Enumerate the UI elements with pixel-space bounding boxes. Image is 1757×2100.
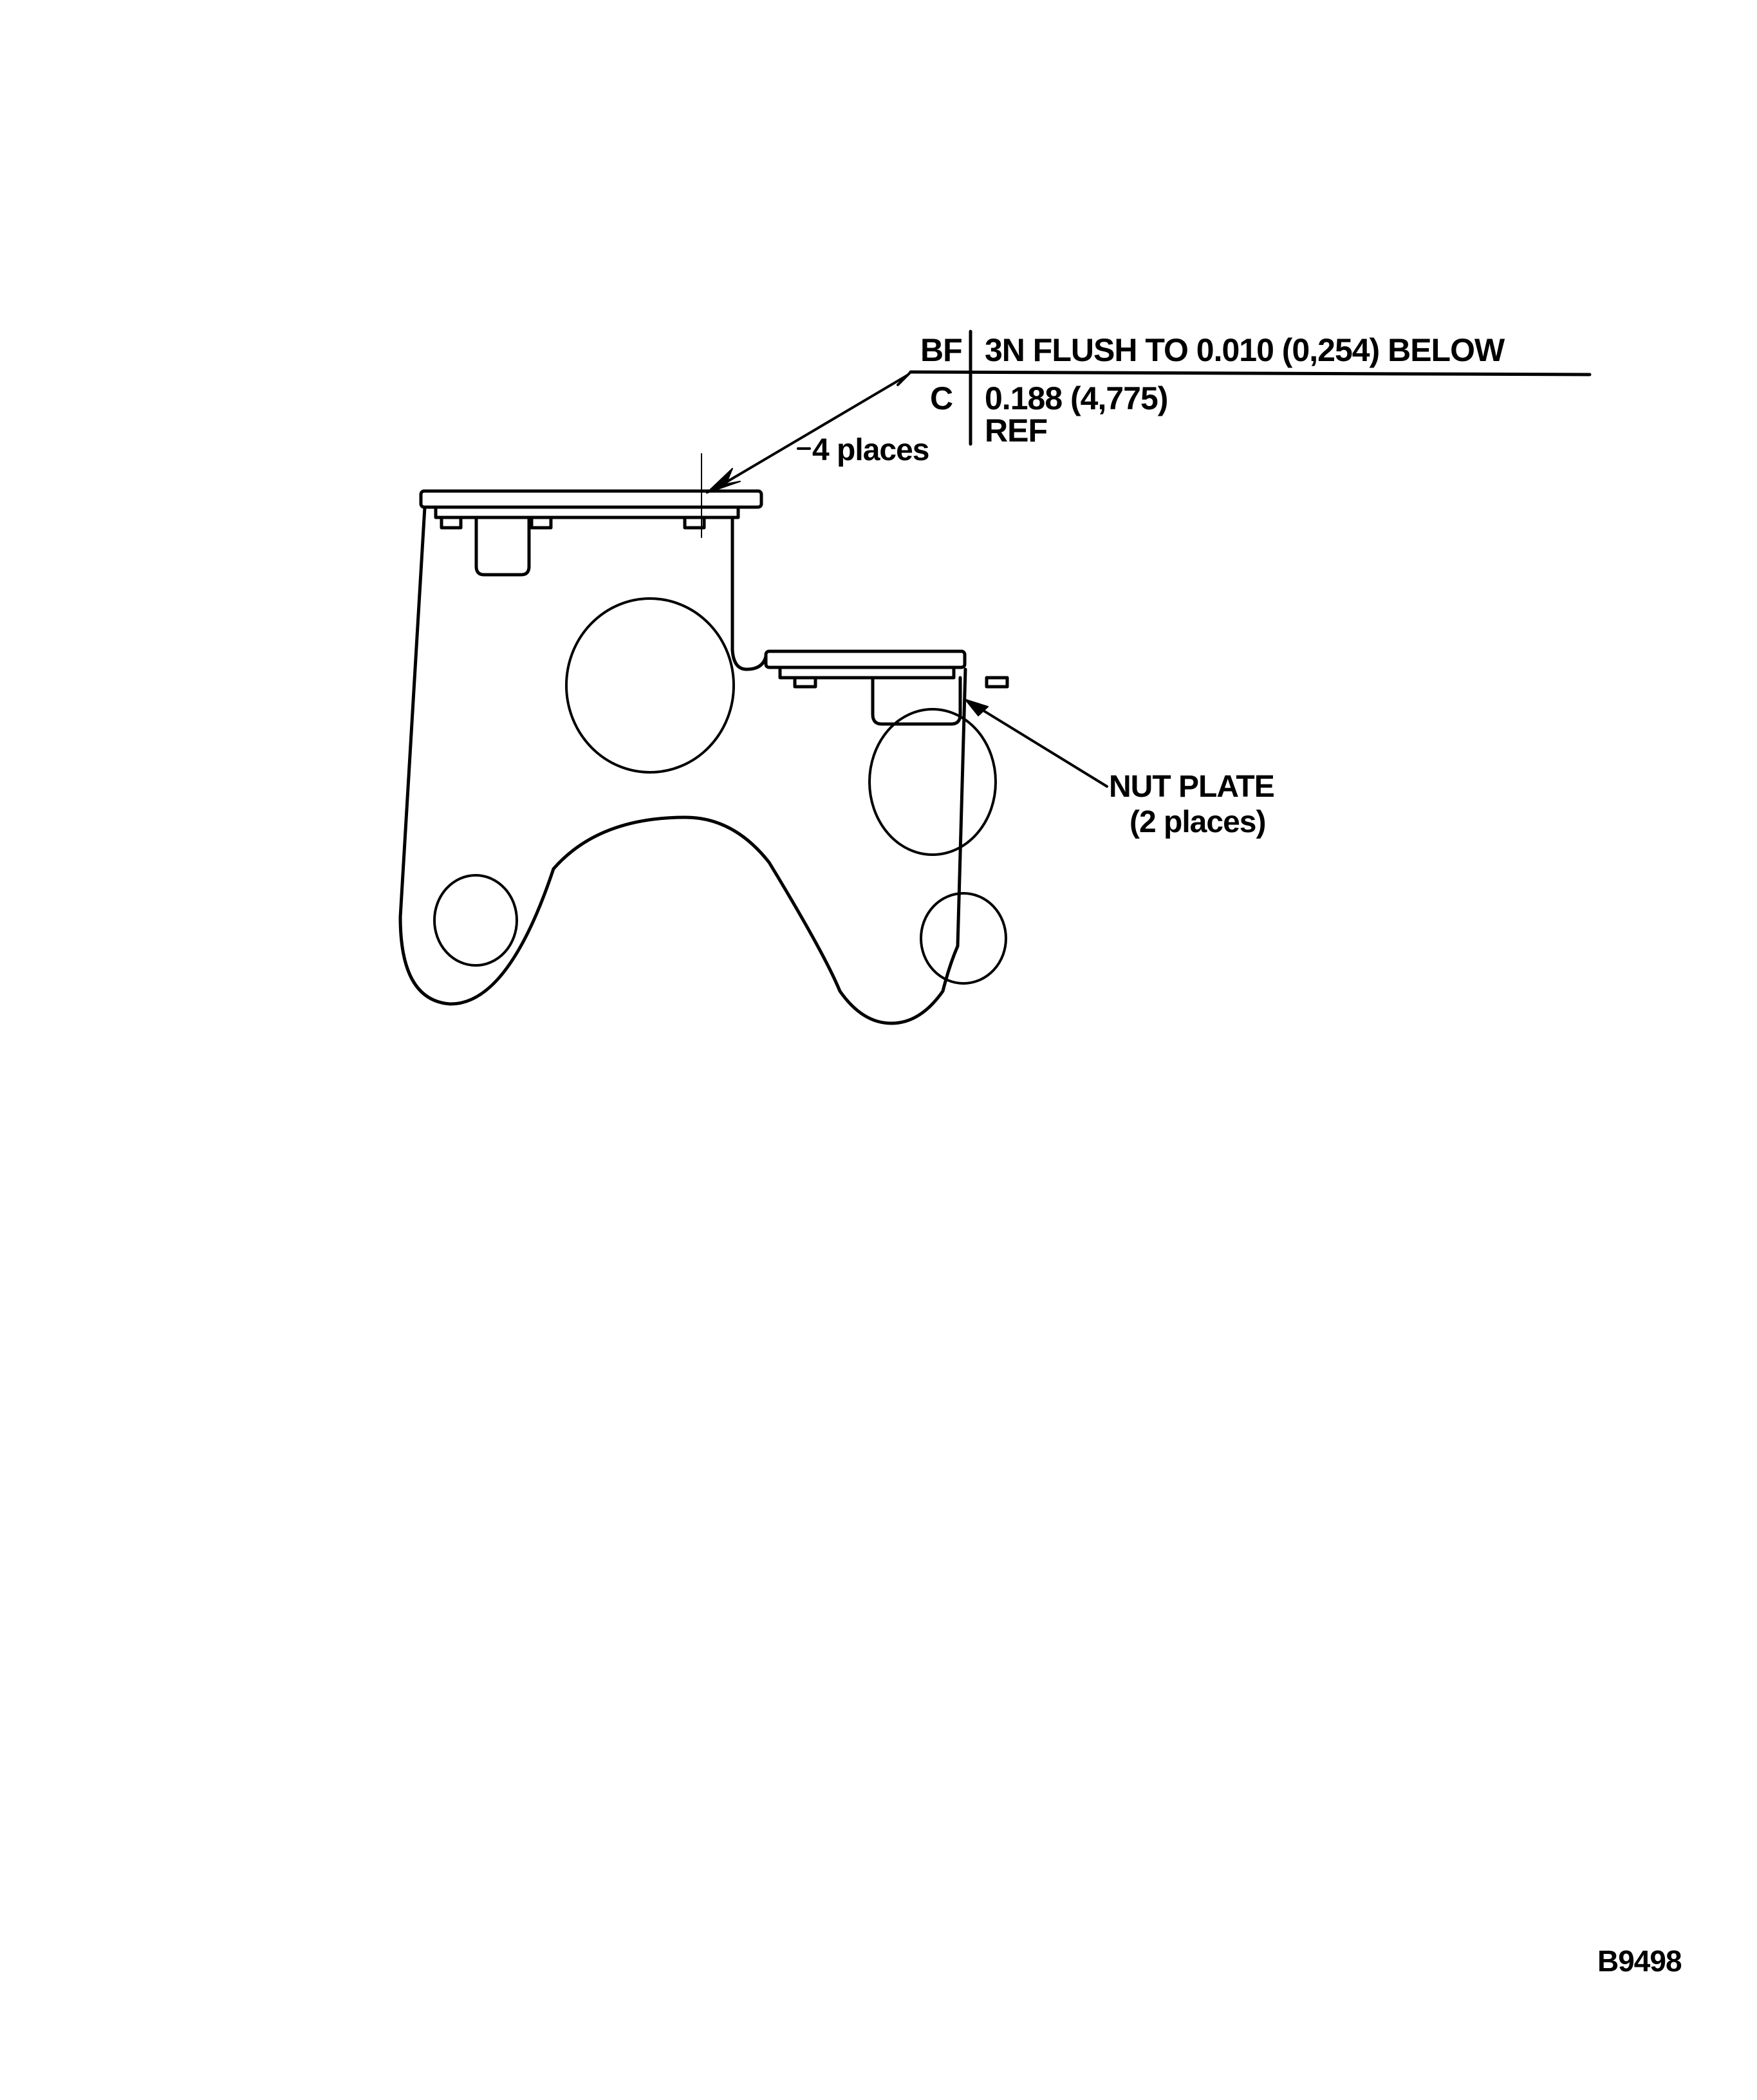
nut-plate-hole	[868, 708, 997, 856]
holes	[433, 597, 1007, 985]
leader-arrow-4-places	[701, 374, 909, 538]
callout-text-c: 0.188 (4,775)	[985, 380, 1168, 416]
nut-plate-label: NUT PLATE	[1109, 770, 1275, 804]
callout-code-bf: BF	[920, 332, 963, 368]
callout-code-c: C	[930, 380, 953, 416]
leader-note-4-places: 4 places	[812, 433, 929, 467]
large-hole	[565, 597, 735, 774]
callout-text-ref: REF	[985, 413, 1048, 449]
nut-plate-count-label: (2 places)	[1130, 805, 1266, 839]
bracket-outline	[398, 489, 1009, 1025]
mounting-hole-left	[433, 874, 518, 967]
leader-arrow-nut-plate	[965, 699, 1108, 788]
figure-id: B9498	[1597, 1944, 1682, 1978]
callout-text-bf: 3N FLUSH TO 0.010 (0,254) BELOW	[985, 332, 1505, 368]
mounting-hole-right	[920, 892, 1007, 985]
